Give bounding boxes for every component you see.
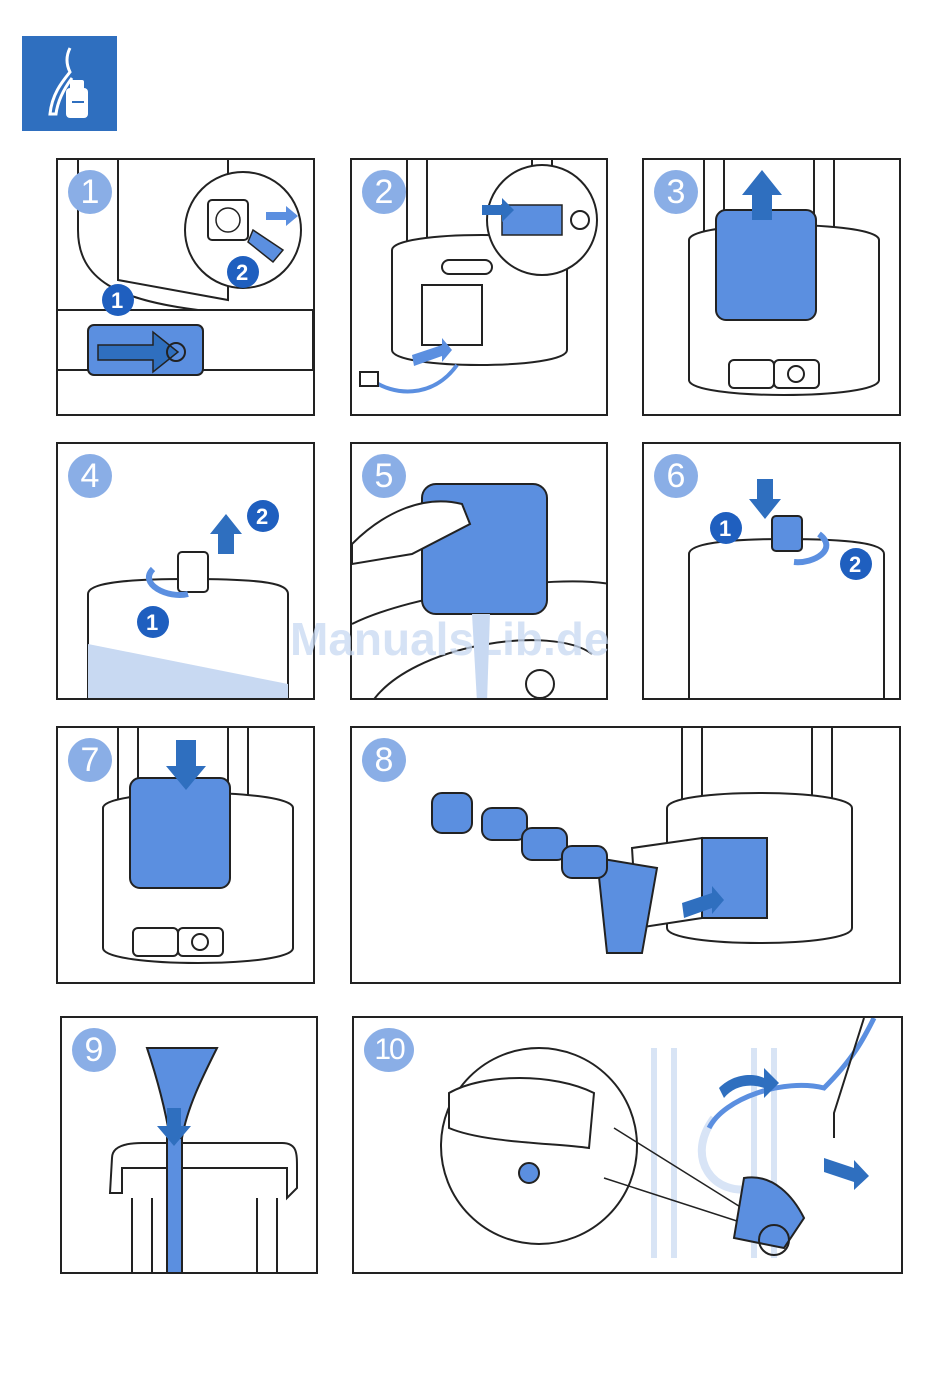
watermark: ManualsLib.de: [290, 612, 609, 666]
step-number-5: 5: [362, 454, 406, 498]
step-panel-2: 2: [350, 158, 608, 416]
svg-text:1: 1: [719, 516, 731, 541]
step-panel-3: 3: [642, 158, 901, 416]
step-panel-6: 1 2 6: [642, 442, 901, 700]
step-number-7: 7: [68, 738, 112, 782]
step-number-2: 2: [362, 170, 406, 214]
svg-text:2: 2: [849, 552, 861, 577]
step-number-9: 9: [72, 1028, 116, 1072]
svg-text:1: 1: [146, 610, 158, 635]
svg-text:1: 1: [111, 288, 123, 313]
svg-text:2: 2: [236, 260, 248, 285]
step-number-1: 1: [68, 170, 112, 214]
step-panel-4: 2 1 4: [56, 442, 315, 700]
step-number-6: 6: [654, 454, 698, 498]
step-panel-1: 1 2 1: [56, 158, 315, 416]
step-number-4: 4: [68, 454, 112, 498]
step-panel-7: 7: [56, 726, 315, 984]
step-number-10: 10: [364, 1028, 414, 1072]
svg-text:2: 2: [256, 504, 268, 529]
step-number-3: 3: [654, 170, 698, 214]
step-panel-10: 10: [352, 1016, 903, 1274]
step-panel-8: 8: [350, 726, 901, 984]
steamer-descale-icon: [22, 36, 117, 131]
step-number-8: 8: [362, 738, 406, 782]
step-panel-9: 9: [60, 1016, 318, 1274]
